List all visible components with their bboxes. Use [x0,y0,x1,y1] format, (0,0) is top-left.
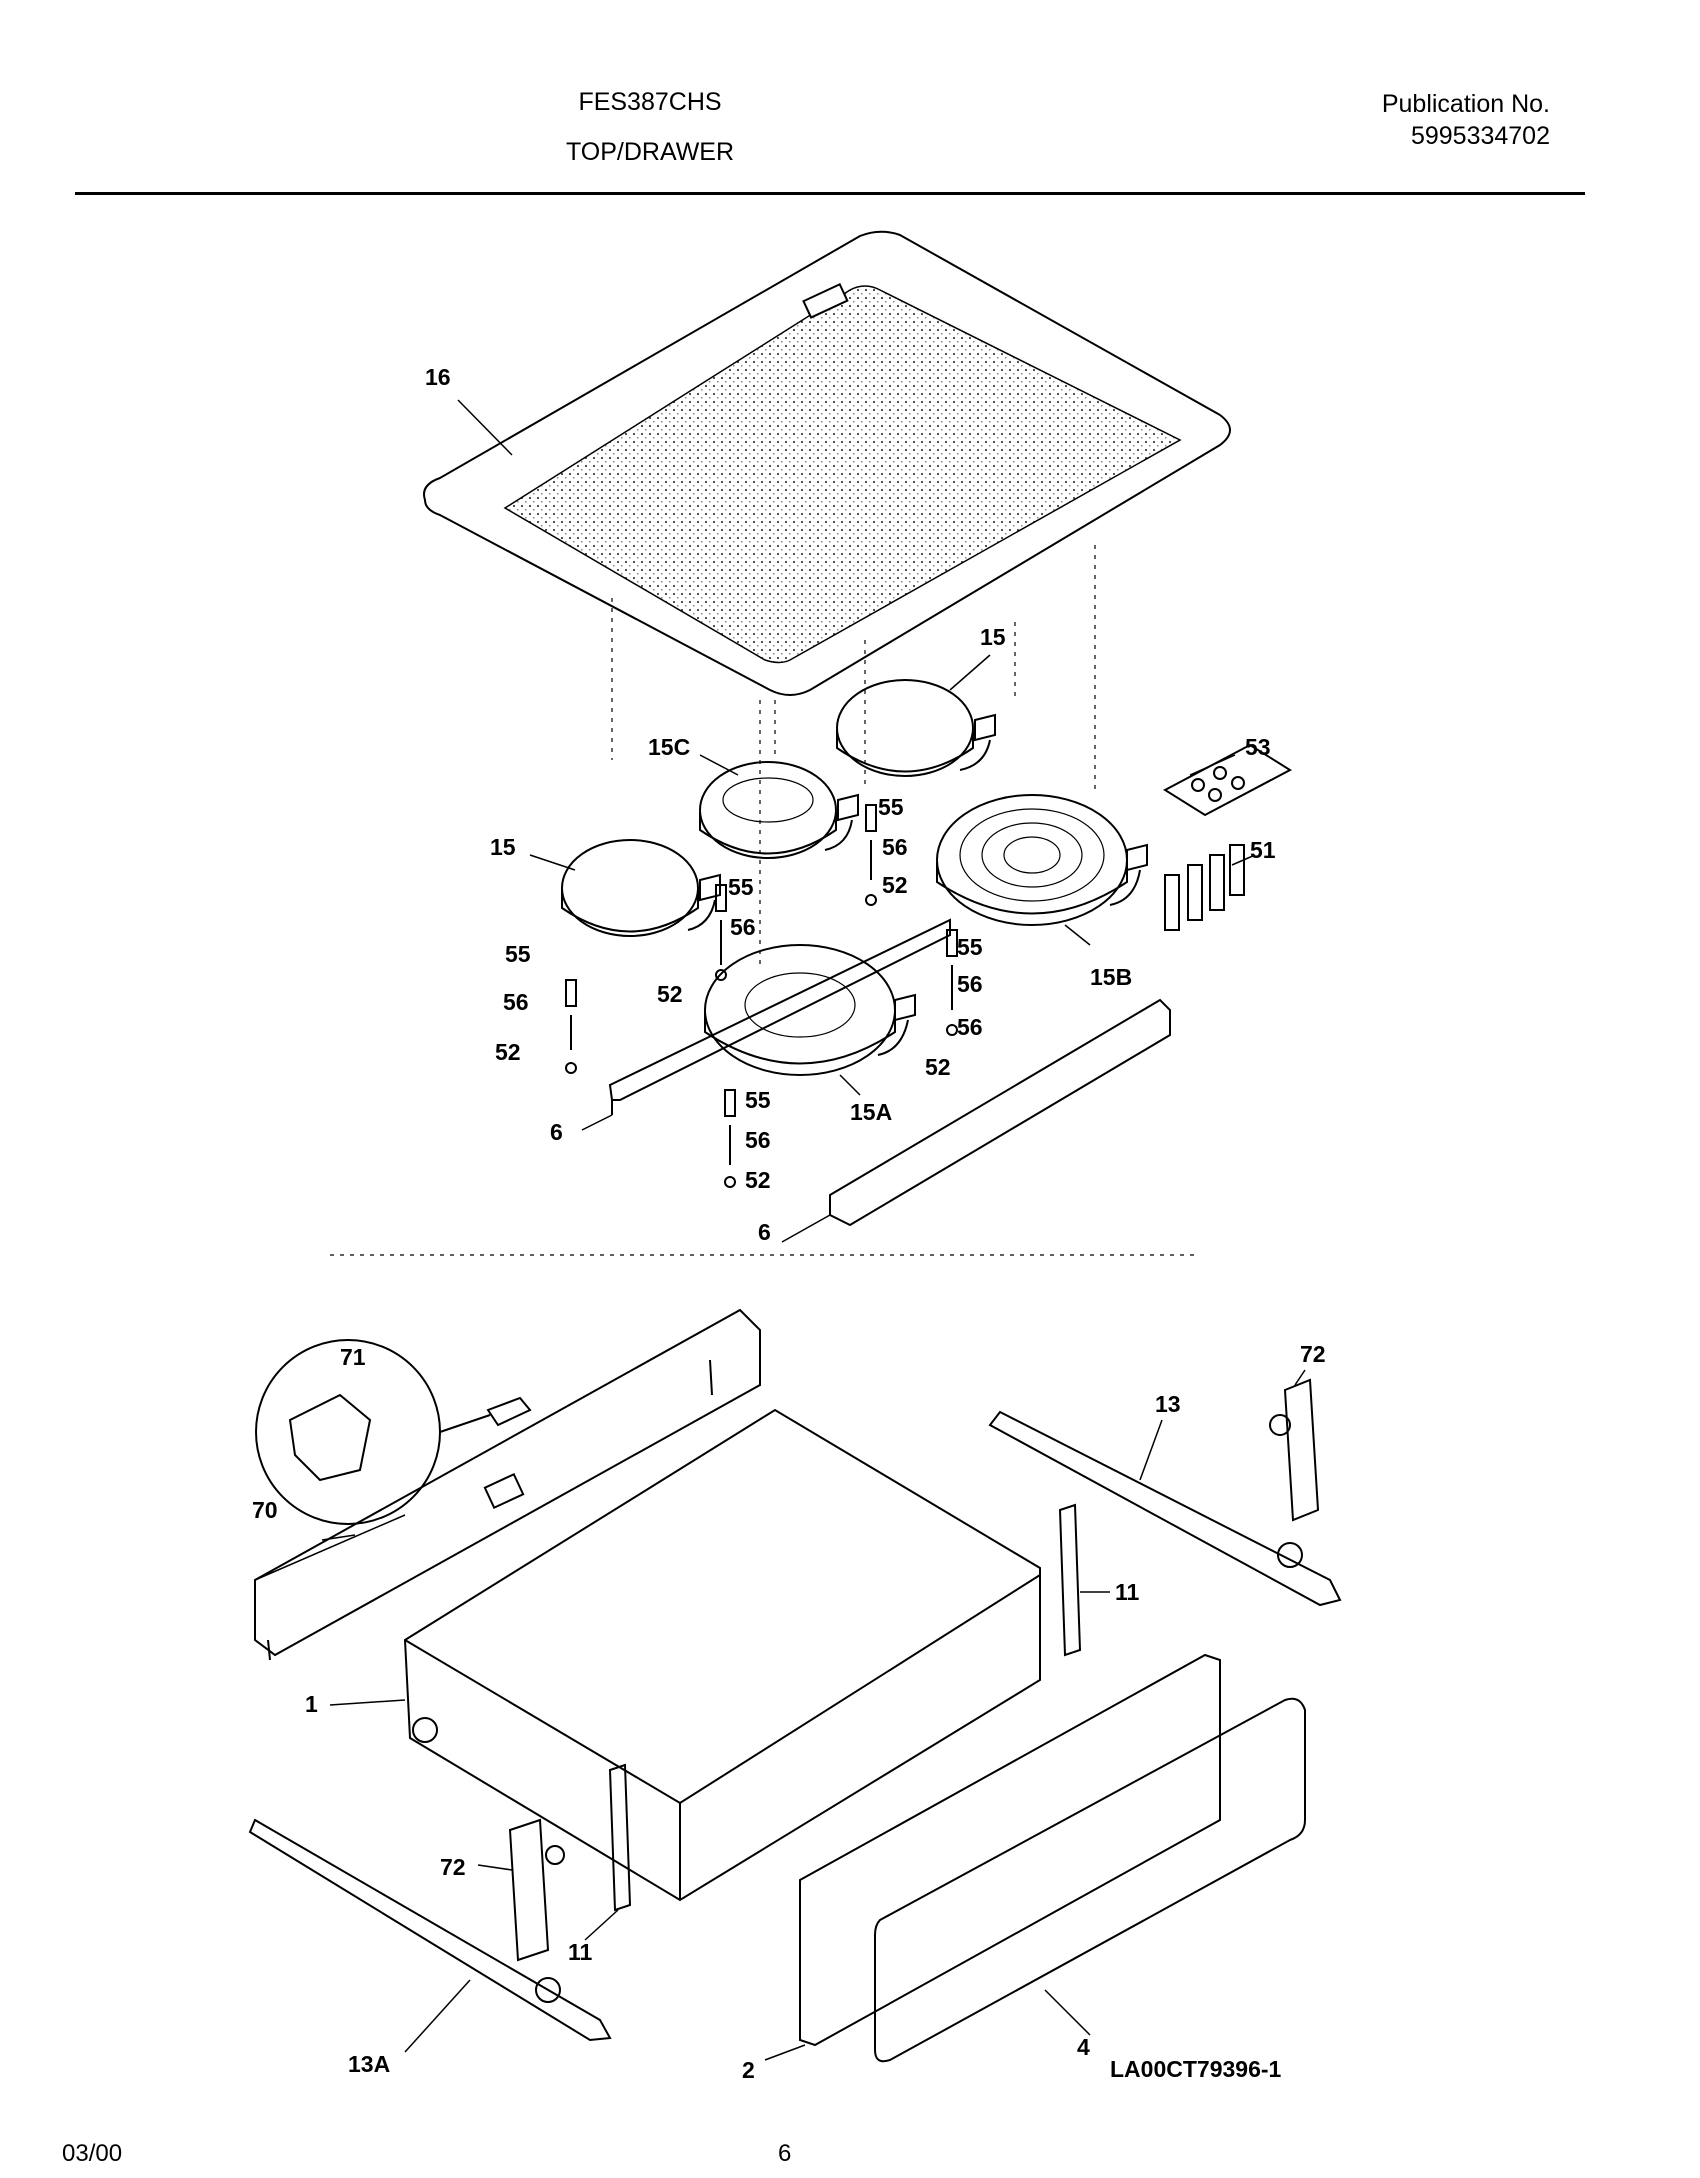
label-13: 13 [1155,1391,1181,1417]
model-number: FES387CHS [578,88,722,116]
rear-panel-70 [254,1308,761,1661]
burner-support-left [608,918,951,1115]
publication-label: Publication No. [1381,90,1550,118]
cooktop-vent-icon [802,282,849,319]
label-52-c: 52 [495,1039,521,1065]
label-55-a: 55 [878,794,904,820]
drawing-code: LA00CT79396-1 [1110,2056,1282,2082]
label-55-c: 55 [957,934,983,960]
label-52-b: 52 [657,981,683,1007]
burner-15b [936,794,1148,926]
label-2: 2 [742,2057,755,2083]
section-title: TOP/DRAWER [565,138,735,166]
label-56-e: 56 [957,1014,983,1040]
header-rule [75,192,1585,195]
top-part-labels: 16 15 15C 53 55 56 15 52 55 51 56 55 56 … [425,364,1276,1245]
label-52-d: 52 [925,1054,951,1080]
label-70: 70 [252,1497,278,1523]
bracket-72-right [1269,1378,1320,1522]
label-4: 4 [1077,2034,1090,2060]
label-72-right: 72 [1300,1341,1326,1367]
label-72-left: 72 [440,1854,466,1880]
label-56-b: 56 [730,914,756,940]
burner-hardware [565,804,958,1188]
label-55-b: 55 [728,874,754,900]
publication-block: Publication No. 5995334702 [1270,88,1550,152]
burner-15-right [836,679,996,777]
label-15a: 15A [850,1099,892,1125]
label-52-e: 52 [745,1167,771,1193]
burner-15-left [561,839,721,937]
label-6-b: 6 [758,1219,771,1245]
detail-circle-71 [255,1339,532,1525]
label-56-f: 56 [745,1127,771,1153]
bracket-11-right [1058,1503,1082,1657]
drawer-body-1 [403,1408,1041,1902]
drawer-part-labels: 71 72 13 70 11 1 72 11 13A 2 4 [252,1341,1326,2083]
drawer-panel-4 [874,1697,1306,2063]
label-13a: 13A [348,2051,390,2077]
label-71: 71 [340,1344,366,1370]
bracket-11-left [608,1763,632,1912]
label-52-a: 52 [882,872,908,898]
label-56-a: 56 [882,834,908,860]
label-15-right: 15 [980,624,1006,650]
label-1: 1 [305,1691,318,1717]
bracket-72-left [508,1818,565,1962]
label-15b: 15B [1090,964,1132,990]
label-15-left: 15 [490,834,516,860]
label-53: 53 [1245,734,1271,760]
revision-date: 03/00 [62,2140,123,2167]
label-55-d: 55 [505,941,531,967]
label-56-d: 56 [503,989,529,1015]
publication-number: 5995334702 [1410,122,1550,150]
terminal-blocks [1164,844,1245,931]
label-55-e: 55 [745,1087,771,1113]
alignment-lines [330,545,1200,1256]
label-56-c: 56 [957,971,983,997]
burner-15a [704,944,916,1076]
label-15c: 15C [648,734,690,760]
drawer-front-2 [799,1653,1221,2047]
burner-15c [699,761,859,859]
label-16: 16 [425,364,451,390]
page-number: 6 [778,2140,792,2167]
label-11-left: 11 [568,1939,593,1965]
cooktop-glass [423,230,1231,696]
rail-13 [988,1410,1342,1607]
label-51: 51 [1250,837,1276,863]
label-11-right: 11 [1115,1579,1140,1605]
leader-lines [254,399,1306,2061]
label-6-a: 6 [550,1119,563,1145]
rail-13a [248,1818,612,2042]
infinite-switch-plate [1162,743,1293,817]
